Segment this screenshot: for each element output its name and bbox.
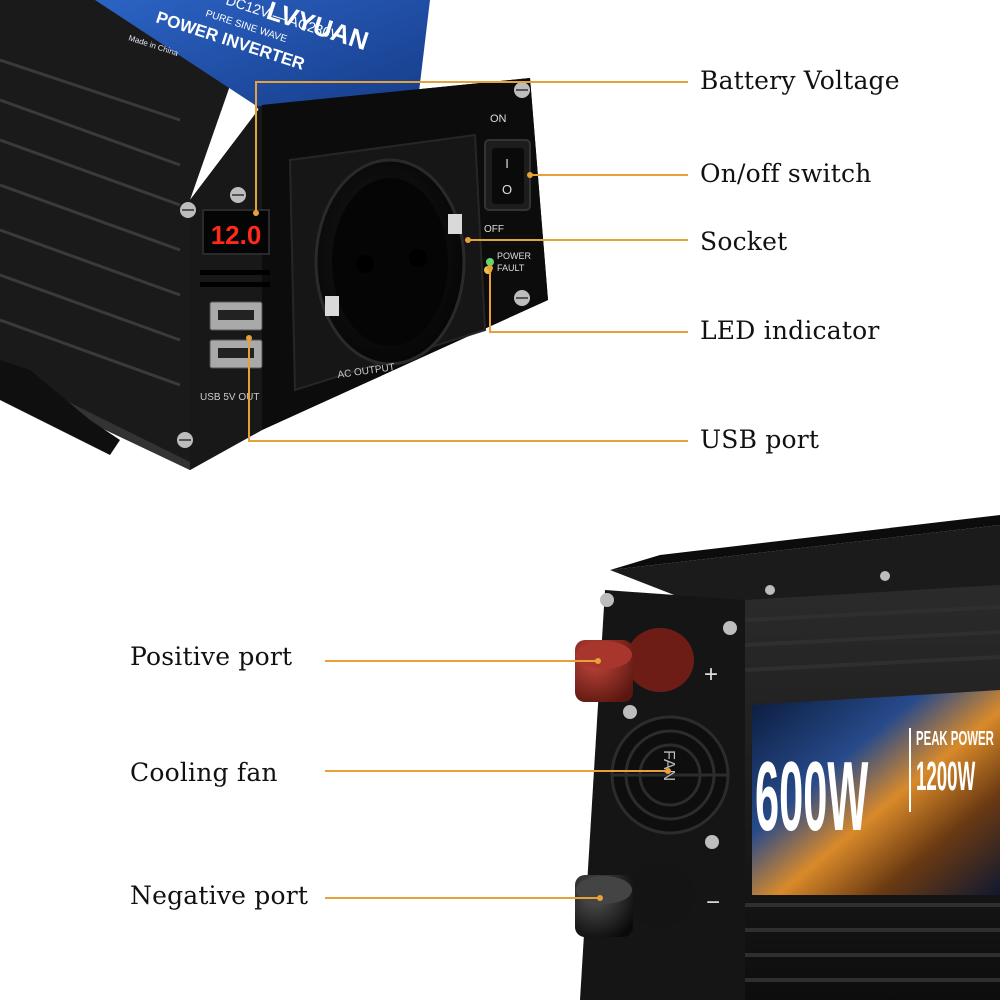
peak-power-value: 1200W bbox=[916, 753, 975, 799]
screw-icon bbox=[600, 593, 614, 607]
socket-pin-hole-icon bbox=[409, 249, 427, 267]
socket-pin-hole-icon bbox=[356, 255, 374, 273]
leader-led-indicator bbox=[489, 268, 688, 333]
switch-on-label: ON bbox=[490, 113, 507, 125]
led-power-label: POWER bbox=[497, 251, 532, 261]
screw-icon bbox=[514, 82, 530, 98]
callout-cooling-fan: Cooling fan bbox=[130, 758, 278, 787]
callout-on-off-switch: On/off switch bbox=[700, 159, 872, 188]
switch-i-mark: I bbox=[505, 156, 509, 171]
screw-icon bbox=[765, 585, 775, 595]
display-reading: 12.0 bbox=[211, 220, 262, 250]
positive-sign: + bbox=[704, 661, 718, 688]
screw-icon bbox=[180, 202, 196, 218]
screw-icon bbox=[880, 571, 890, 581]
switch-o-mark: O bbox=[502, 182, 512, 197]
usb-out-label: USB 5V OUT bbox=[200, 392, 259, 403]
screw-icon bbox=[177, 432, 193, 448]
peak-power-label: PEAK POWER bbox=[916, 728, 994, 750]
socket-earth-clip-icon bbox=[448, 214, 462, 234]
leader-lines bbox=[248, 81, 688, 899]
rating-label: 600W bbox=[755, 742, 869, 852]
callout-led-indicator: LED indicator bbox=[700, 316, 880, 345]
leader-usb-port bbox=[248, 338, 688, 442]
callout-usb-port: USB port bbox=[700, 425, 820, 454]
socket-earth-clip-icon bbox=[325, 296, 339, 316]
callout-positive-port: Positive port bbox=[130, 642, 293, 671]
screw-icon bbox=[623, 705, 637, 719]
heatsink-body bbox=[0, 0, 260, 470]
callout-socket: Socket bbox=[700, 227, 788, 256]
fan-label: FAN bbox=[660, 750, 677, 781]
led-fault-label: FAULT bbox=[497, 263, 525, 273]
power-decal bbox=[752, 690, 1000, 895]
negative-sign: − bbox=[706, 889, 720, 916]
fan-icon bbox=[610, 715, 730, 835]
leader-battery-voltage bbox=[255, 81, 688, 213]
screw-icon bbox=[514, 290, 530, 306]
negative-terminal-icon[interactable] bbox=[575, 863, 694, 937]
switch-off-label: OFF bbox=[484, 224, 504, 235]
front-panel bbox=[177, 78, 548, 470]
screw-icon bbox=[723, 621, 737, 635]
leader-dots bbox=[246, 172, 671, 901]
voltage-display bbox=[202, 209, 270, 255]
led-power-dot-icon bbox=[486, 258, 494, 266]
screw-icon bbox=[705, 835, 719, 849]
screw-icon bbox=[230, 187, 246, 203]
callout-negative-port: Negative port bbox=[130, 881, 309, 910]
inverter-rear-illustration bbox=[575, 515, 1000, 1000]
callout-battery-voltage: Battery Voltage bbox=[700, 66, 900, 95]
